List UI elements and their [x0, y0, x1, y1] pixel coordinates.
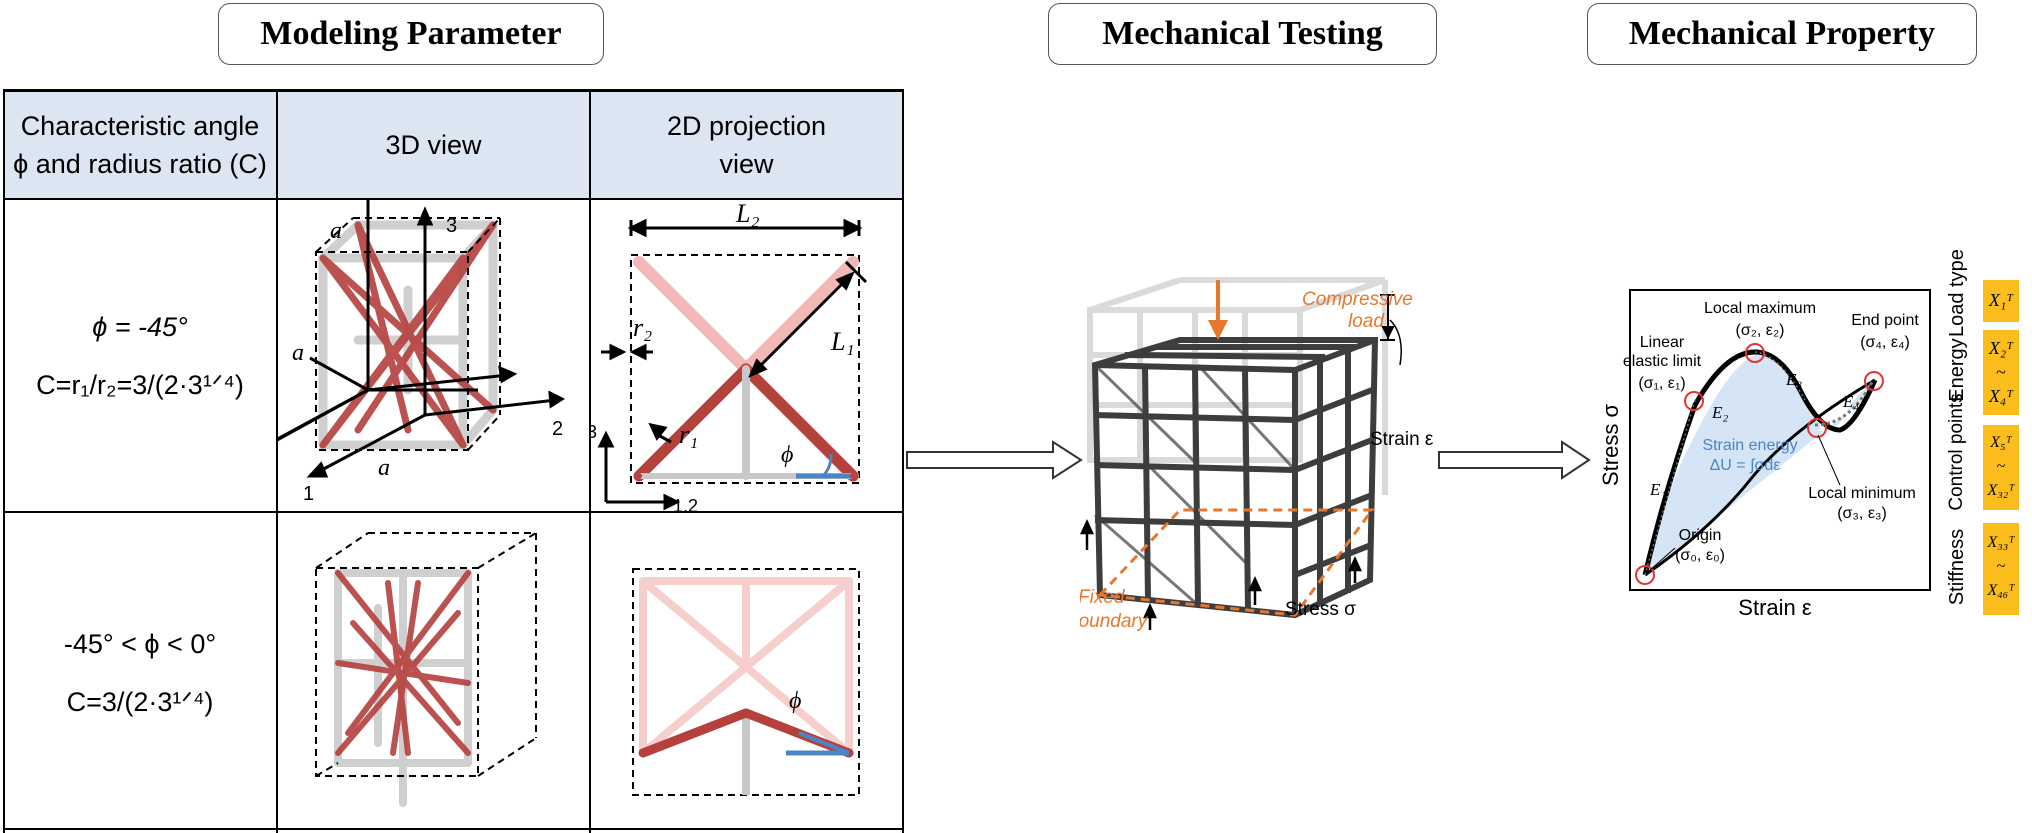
- stress-label: Stress σ: [1285, 599, 1356, 620]
- compression-test-lattice: Compressive load Strain ε Stress σ Fixed…: [1080, 277, 1434, 632]
- dim-a-bottom: a: [378, 455, 390, 481]
- local-minimum-coords: (σ₃, ε₃): [1837, 505, 1887, 522]
- feature-tag-load-type: X₁ᵀ: [1983, 280, 2019, 322]
- header-text: Characteristic angle ϕ and radius ratio …: [13, 111, 267, 179]
- axis-12-label: 1,2: [673, 496, 698, 511]
- axis-3-label: 3: [446, 215, 457, 237]
- modeling-parameter-title: Modeling Parameter: [218, 3, 604, 65]
- origin-label: Origin: [1679, 527, 1722, 544]
- linear-elastic-label-2: elastic limit: [1623, 353, 1702, 370]
- table-divider: [589, 89, 591, 833]
- tag-text: X₂ᵀ: [1988, 338, 2014, 358]
- feature-tag-energy: X₂ᵀ ~ X₄ᵀ: [1983, 330, 2019, 415]
- table-divider: [3, 828, 904, 830]
- x-axis-label: Strain ε: [1738, 595, 1812, 620]
- axis-3-label: 3: [591, 422, 597, 442]
- fixed-boundary-label-2: boundary: [1080, 611, 1149, 632]
- header-3d-view: 3D view: [277, 91, 590, 199]
- axes-3d-row1: 1: [303, 206, 566, 505]
- feature-label-load-type: Load type: [1946, 249, 1968, 337]
- strain-energy-formula: ΔU = ∫σdε: [1710, 457, 1781, 474]
- local-maximum-coords: (σ₂, ε₂): [1736, 322, 1785, 339]
- E3-label: E₃: [1785, 370, 1802, 389]
- end-point-label: End point: [1851, 312, 1919, 329]
- tag-text: ~: [1996, 458, 2006, 475]
- local-minimum-label: Local minimum: [1808, 485, 1916, 502]
- feature-label-stiffness: Stiffness: [1946, 528, 1968, 606]
- compressive-load-label: Compressive: [1302, 289, 1413, 310]
- row2-ratio: C=3/(2·3¹ᐟ⁴): [66, 686, 214, 717]
- header-text: 2D projection view: [666, 111, 827, 179]
- header-text: 3D view: [385, 130, 482, 160]
- lattice-3d-view-row2: [315, 532, 537, 807]
- tag-text: X₄₆ᵀ: [1987, 582, 2015, 599]
- dim-r1: r₁: [679, 420, 698, 449]
- header-2d-projection: 2D projection view: [590, 91, 903, 199]
- row2-angle: -45° < ϕ < 0°: [63, 628, 217, 659]
- tag-text: ~: [1996, 558, 2006, 575]
- mechanical-testing-title: Mechanical Testing: [1048, 3, 1437, 65]
- angle-phi-label: ϕ: [781, 442, 793, 468]
- angle-phi-label: ϕ: [789, 688, 801, 714]
- dim-r2: r₂: [633, 313, 652, 342]
- strain-energy-label: Strain energy: [1702, 437, 1797, 454]
- fixed-boundary-label: Fixed: [1080, 587, 1126, 608]
- E2-label: E₂: [1711, 403, 1728, 422]
- axis-1-label: 1: [303, 483, 314, 505]
- row2-parameter: -45° < ϕ < 0° C=3/(2·3¹ᐟ⁴): [3, 512, 277, 833]
- table-border-right: [902, 89, 904, 833]
- flow-arrow-1: [906, 440, 1083, 480]
- table-divider: [276, 89, 278, 833]
- y-axis-label: Stress σ: [1598, 404, 1623, 486]
- E4-label: E₄: [1842, 392, 1859, 411]
- origin-coords: (σ₀, ε₀): [1675, 547, 1725, 564]
- tag-text: ~: [1996, 362, 2006, 382]
- row1-parameter: ϕ = -45° C=r₁/r₂=3/(2·3¹ᐟ⁴): [3, 199, 277, 512]
- table-divider: [3, 511, 904, 513]
- feature-tag-stiffness: X₃₃ᵀ ~ X₄₆ᵀ: [1983, 523, 2019, 615]
- feature-tag-control-points: X₅ᵀ ~ X₃₂ᵀ: [1983, 425, 2019, 510]
- header-characteristic-angle: Characteristic angle ϕ and radius ratio …: [3, 91, 277, 199]
- dim-L1: L₁: [830, 327, 855, 356]
- feature-label-control-points: Control points: [1946, 393, 1967, 511]
- lattice-2d-projection-row1: L₂ L₁ r₂ r₁ ϕ 3 1,2: [591, 200, 868, 511]
- strain-label: Strain ε: [1370, 429, 1434, 450]
- linear-elastic-label: Linear: [1640, 334, 1685, 351]
- end-point-coords: (σ₄, ε₄): [1860, 334, 1910, 351]
- tag-text: X₁ᵀ: [1988, 290, 2014, 310]
- table-border-left: [3, 89, 5, 833]
- row1-angle: ϕ = -45°: [92, 311, 188, 342]
- tag-text: X₄ᵀ: [1988, 386, 2014, 406]
- local-maximum-label: Local maximum: [1704, 300, 1816, 317]
- E1-label: E₁: [1649, 480, 1666, 499]
- linear-elastic-coords: (σ₁, ε₁): [1638, 375, 1685, 392]
- axis-2-label: 2: [552, 418, 563, 440]
- dim-L2: L₂: [735, 200, 760, 228]
- row1-ratio: C=r₁/r₂=3/(2·3¹ᐟ⁴): [36, 369, 244, 400]
- tag-text: X₅ᵀ: [1990, 434, 2012, 451]
- lattice-2d-projection-row2: ϕ: [632, 568, 860, 796]
- dim-a-left: a: [292, 340, 304, 366]
- table-divider: [3, 198, 904, 200]
- compressive-load-label-2: load: [1348, 311, 1385, 332]
- flow-arrow-2: [1438, 440, 1591, 480]
- tag-text: X₃₃ᵀ: [1987, 534, 2015, 551]
- table-border-top: [3, 89, 904, 92]
- dim-a-top: a: [330, 218, 342, 244]
- mechanical-property-title: Mechanical Property: [1587, 3, 1977, 65]
- stress-strain-chart: Strain ε Stress σ Local maximum (σ₂, ε₂)…: [1598, 289, 1931, 620]
- tag-text: X₃₂ᵀ: [1987, 482, 2015, 499]
